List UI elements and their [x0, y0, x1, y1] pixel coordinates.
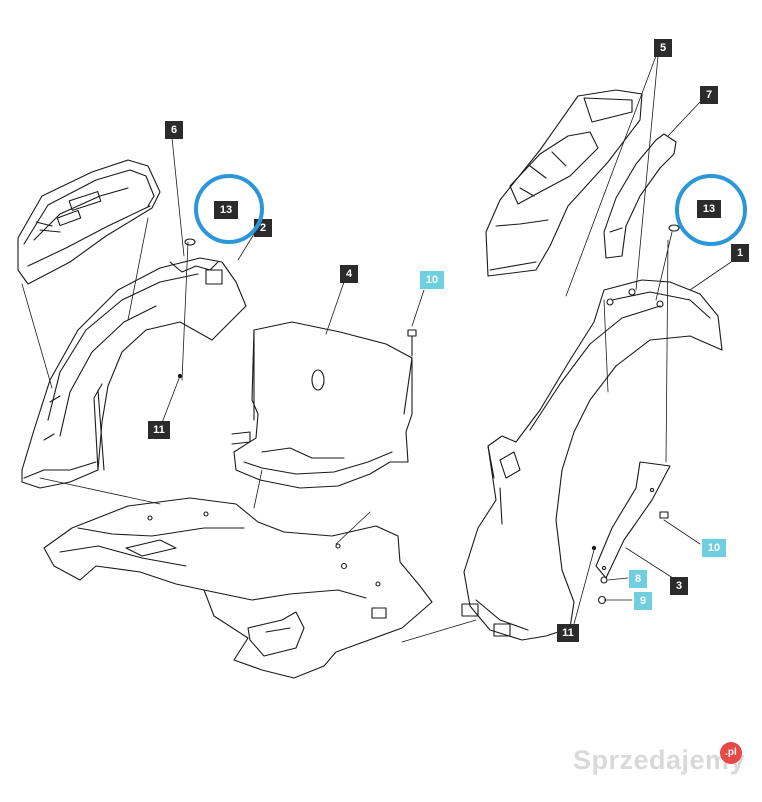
floor-plate [43, 497, 433, 679]
part-7-rail [603, 133, 677, 259]
part-3-bracket [595, 461, 671, 579]
fasteners [184, 224, 680, 605]
watermark-badge: .pl [720, 742, 742, 764]
callout-11-right: 11 [557, 624, 579, 642]
callout-10-left: 10 [420, 271, 444, 289]
part-1-right-fender [461, 279, 723, 641]
callout-5: 5 [654, 39, 672, 57]
callout-7: 7 [700, 86, 718, 104]
part-2-left-fender [21, 257, 247, 489]
highlight-ring-right [675, 174, 747, 246]
callout-3: 3 [670, 577, 688, 595]
watermark-text: Sprzedajemy [573, 745, 746, 775]
part-4-center-panel [231, 321, 413, 489]
callout-9: 9 [634, 592, 652, 610]
callout-6: 6 [165, 121, 183, 139]
part-6-left-cover [17, 159, 161, 285]
callout-11-left: 11 [148, 421, 170, 439]
callout-8: 8 [629, 570, 647, 588]
highlight-ring-left [194, 174, 264, 244]
callout-4: 4 [340, 265, 358, 283]
leader-lines [21, 55, 735, 643]
callout-10-right: 10 [702, 539, 726, 557]
callout-1: 1 [731, 244, 749, 262]
